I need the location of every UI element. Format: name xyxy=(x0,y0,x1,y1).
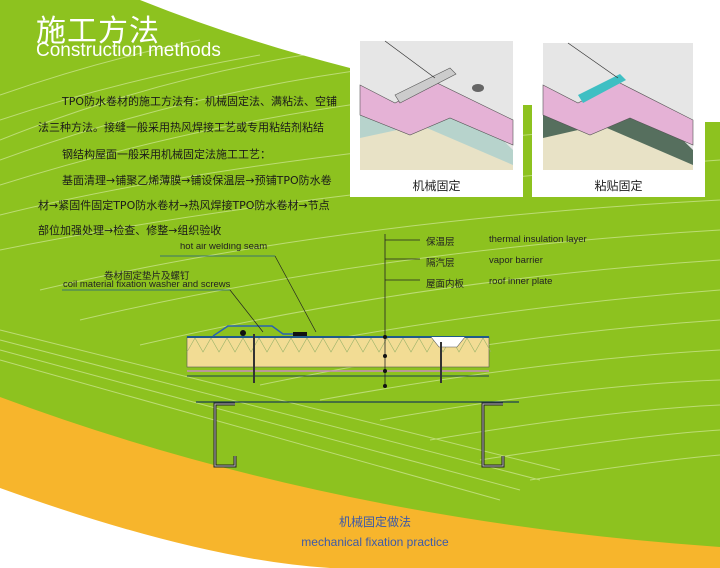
label-washer-cn: 卷材固定垫片及螺钉 xyxy=(104,271,190,282)
photo-adhesive-fixation xyxy=(542,42,694,170)
diagram-caption-cn: 机械固定做法 xyxy=(338,515,411,529)
layer-label-cn: 屋面内板 xyxy=(426,279,465,290)
intro-line: 材→紧固件固定TPO防水卷材→热风焊接TPO防水卷材→节点 xyxy=(38,199,330,212)
layer-label-cn: 隔汽层 xyxy=(426,258,455,269)
page-title: 施工方法 xyxy=(36,14,160,49)
photo-caption-mechanical: 机械固定 xyxy=(412,179,461,193)
layer-label-en: vapor barrier xyxy=(489,255,543,266)
label-washer-en: coil material fixation washer and screws xyxy=(63,279,231,290)
intro-line: 法三种方法。接缝一般采用热风焊接工艺或专用粘结剂粘结 xyxy=(38,121,324,134)
layer-label-en: thermal insulation layer xyxy=(489,234,587,245)
bottom-white-area xyxy=(0,488,330,568)
page-subtitle: Construction methods xyxy=(36,40,221,61)
layer-label-en: roof inner plate xyxy=(489,276,553,287)
intro-line: 部位加强处理→检查、修整→组织验收 xyxy=(38,224,222,237)
label-seam: hot air welding seam xyxy=(180,243,268,252)
intro-line: 钢结构屋面一般采用机械固定法施工工艺： xyxy=(62,148,271,161)
orange-band xyxy=(0,397,720,568)
decorative-lines xyxy=(0,39,720,501)
layer-label-cn: 保温层 xyxy=(426,237,455,248)
photo-mechanical-fixation xyxy=(359,40,514,170)
intro-line: 基面清理→铺聚乙烯薄膜→铺设保温层→预铺TPO防水卷 xyxy=(62,174,332,187)
photo-caption-adhesive: 粘贴固定 xyxy=(594,179,643,193)
intro-line: TPO防水卷材的施工方法有：机械固定法、满粘法、空铺 xyxy=(62,95,338,108)
diagram-caption-en: mechanical fixation practice xyxy=(301,535,449,549)
roof-section-diagram xyxy=(62,234,519,468)
